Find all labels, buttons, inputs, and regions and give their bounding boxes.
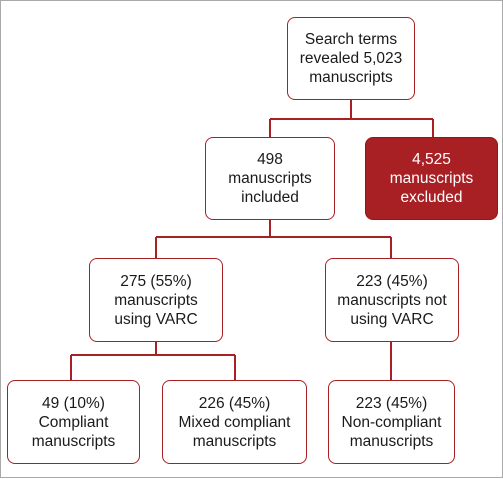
connector-varc-to-level4: [70, 342, 236, 380]
search-results-line-3: manuscripts: [309, 69, 393, 86]
mixed-compliant-line-2: Mixed compliant: [178, 413, 291, 431]
not-using-varc-line-2: manuscripts not: [337, 291, 447, 309]
mixed-compliant-line-1: 226 (45%): [198, 394, 271, 412]
not-using-varc-line-1: 223 (45%): [356, 272, 428, 290]
mixed-compliant-line-3: manuscripts: [192, 432, 277, 450]
non-compliant-box: 223 (45%) Non-compliant manuscripts: [328, 380, 455, 464]
not-using-varc-box: 223 (45%) manuscripts not using VARC: [325, 258, 459, 342]
using-varc-line-1: 275 (55%): [120, 272, 192, 290]
included-line-2: manuscripts: [228, 170, 312, 187]
mixed-compliant-box: 226 (45%) Mixed compliant manuscripts: [162, 380, 307, 464]
search-results-line-2: revealed 5,023: [299, 50, 403, 67]
connector-included-to-level3: [155, 220, 392, 258]
compliant-line-1: 49 (10%): [42, 394, 105, 412]
included-box: 498 manuscripts included: [205, 137, 335, 220]
compliant-line-3: manuscripts: [31, 432, 116, 450]
excluded-line-3: excluded: [400, 189, 463, 206]
compliant-line-2: Compliant: [38, 413, 109, 431]
not-using-varc-line-3: using VARC: [350, 310, 434, 328]
excluded-line-1: 4,525: [412, 151, 451, 168]
search-results-box: Search terms revealed 5,023 manuscripts: [287, 17, 415, 100]
non-compliant-line-1: 223 (45%): [355, 394, 428, 412]
excluded-line-2: manuscripts: [389, 170, 474, 187]
excluded-box: 4,525 manuscripts excluded: [365, 137, 498, 220]
non-compliant-line-2: Non-compliant: [341, 413, 442, 431]
search-results-line-1: Search terms: [304, 31, 398, 48]
using-varc-box: 275 (55%) manuscripts using VARC: [89, 258, 223, 342]
included-line-1: 498: [257, 151, 283, 168]
using-varc-line-3: using VARC: [114, 310, 198, 328]
non-compliant-line-3: manuscripts: [349, 432, 434, 450]
connector-search-to-level2: [269, 100, 434, 137]
using-varc-line-2: manuscripts: [114, 291, 198, 309]
compliant-box: 49 (10%) Compliant manuscripts: [7, 380, 140, 464]
included-line-3: included: [241, 189, 299, 206]
